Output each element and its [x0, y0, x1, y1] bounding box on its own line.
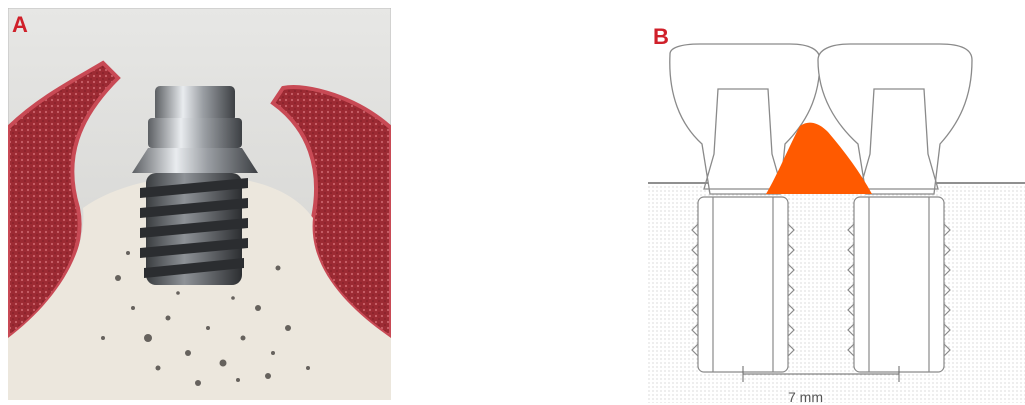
dimension-label: 7 mm	[788, 390, 823, 404]
panel-label-b: B	[653, 26, 669, 48]
panel-a-illustration	[8, 8, 391, 400]
abutment	[155, 86, 235, 122]
implant-left	[692, 197, 794, 372]
panel-b-diagram	[640, 14, 1025, 403]
implant-in-bone-illustration	[8, 8, 391, 400]
two-implants-diagram	[640, 14, 1025, 403]
panel-label-a: A	[12, 14, 28, 36]
implant-right	[848, 197, 950, 372]
implant-threads	[140, 173, 248, 285]
